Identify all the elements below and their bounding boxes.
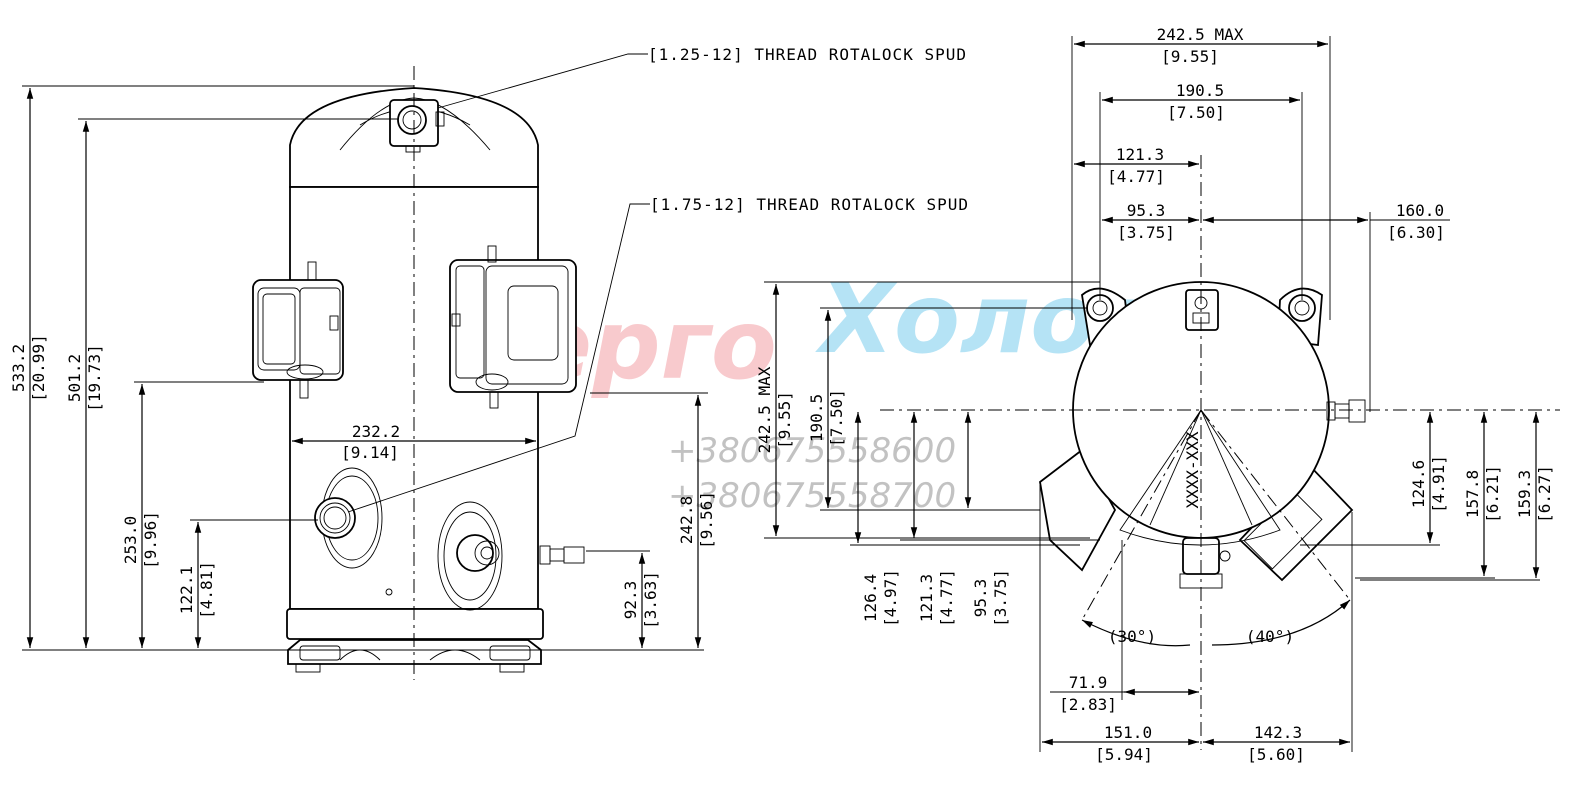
dim-v-max-in: [9.55] [775,391,794,449]
dim-w-max: 242.5 MAX [1157,25,1244,44]
dim-151: 151.0 [1104,723,1152,742]
dim-h-box: 253.0 [121,516,140,564]
dim-157-in: [6.21] [1483,465,1502,523]
dim-h-total: 533.2 [9,344,28,392]
dim-h-right: 242.8 [677,496,696,544]
dim-95-in: [3.75] [991,569,1010,627]
dim-71-in: [2.83] [1059,695,1117,714]
dim-121-in: [4.77] [937,569,956,627]
dim-71: 71.9 [1069,673,1108,692]
discharge-spud-side [314,467,383,569]
dim-142: 142.3 [1254,723,1302,742]
dim-121: 121.3 [917,574,936,622]
dim-v-mount-in: [7.50] [827,389,846,447]
dim-w-mount-in: [7.50] [1167,103,1225,122]
dim-w-quarter-in: [3.75] [1117,223,1175,242]
note-spud-side: [1.75-12] THREAD ROTALOCK SPUD [650,195,969,214]
dim-h-spud-in: [4.81] [197,561,216,619]
dim-126: 126.4 [861,574,880,622]
dim-w-valve-in: [6.30] [1387,223,1445,242]
compressor-base [286,608,544,640]
dim-124: 124.6 [1409,460,1428,508]
watermark-phone-1: +380675558600 [668,431,956,471]
dim-width-in: [9.14] [341,443,399,462]
dim-124-in: [4.91] [1429,455,1448,513]
watermark-phone-2: +380675558700 [668,476,956,516]
dim-h-spud: 122.1 [177,566,196,614]
dim-w-half: 121.3 [1116,145,1164,164]
dim-h-suction: 501.2 [65,354,84,402]
dim-w-max-in: [9.55] [1161,47,1219,66]
dim-h-total-in: [20.99] [29,334,48,401]
dim-159-in: [6.27] [1535,465,1554,523]
dim-h-valve-in: [3.63] [641,571,660,629]
dim-h-suction-in: [19.73] [85,344,104,411]
angle-left: (30°) [1108,627,1156,646]
label-code: XXXX-XXX [1183,431,1202,508]
dim-126-in: [4.97] [881,569,900,627]
terminal-box-right [449,245,577,409]
dim-159: 159.3 [1515,470,1534,518]
dim-w-valve: 160.0 [1396,201,1444,220]
dim-151-in: [5.94] [1095,745,1153,764]
top-spud-block [1185,289,1219,331]
dim-width: 232.2 [352,422,400,441]
dim-w-mount: 190.5 [1176,81,1224,100]
side-view: 533.2 [20.99] 501.2 [19.73] 253.0 [9.96]… [9,45,969,680]
dim-142-in: [5.60] [1247,745,1305,764]
dim-w-quarter: 95.3 [1127,201,1166,220]
dim-h-valve: 92.3 [621,581,640,620]
dim-157: 157.8 [1463,470,1482,518]
dim-v-mount: 190.5 [807,394,826,442]
angle-right: (40°) [1246,627,1294,646]
note-spud-top: [1.25-12] THREAD ROTALOCK SPUD [648,45,967,64]
dim-v-max: 242.5 MAX [755,366,774,453]
dim-h-box-in: [9.96] [141,511,160,569]
dim-95: 95.3 [971,579,990,618]
top-view: XXXX-XXX 242.5 MAX [9.55] 190.5 [7.50] 1… [755,25,1560,764]
terminal-box-left [252,261,344,399]
dim-w-half-in: [4.77] [1107,167,1165,186]
dim-h-right-in: [9.56] [697,491,716,549]
valve-port [385,501,585,611]
